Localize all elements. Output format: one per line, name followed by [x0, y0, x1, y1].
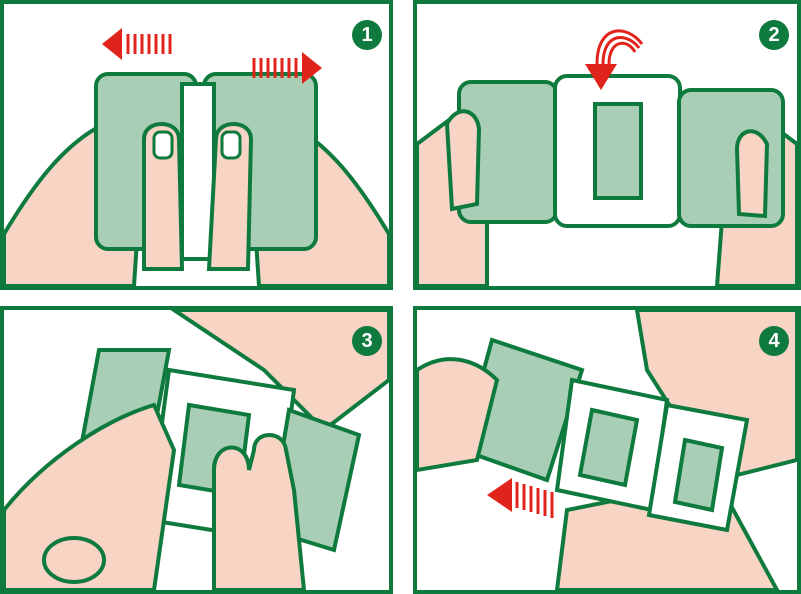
step-number-badge: 2 [759, 20, 789, 50]
step-1-panel: 1 [0, 0, 393, 290]
step-2-illustration [417, 4, 797, 286]
step-number-badge: 4 [759, 326, 789, 356]
step-3-illustration [4, 310, 389, 590]
step-3-panel: 3 [0, 306, 393, 594]
step-4-panel: 4 [413, 306, 801, 594]
step-4-illustration [417, 310, 797, 590]
step-number-badge: 1 [352, 20, 382, 50]
step-number-badge: 3 [352, 326, 382, 356]
step-1-illustration [4, 4, 389, 286]
step-2-panel: 2 [413, 0, 801, 290]
